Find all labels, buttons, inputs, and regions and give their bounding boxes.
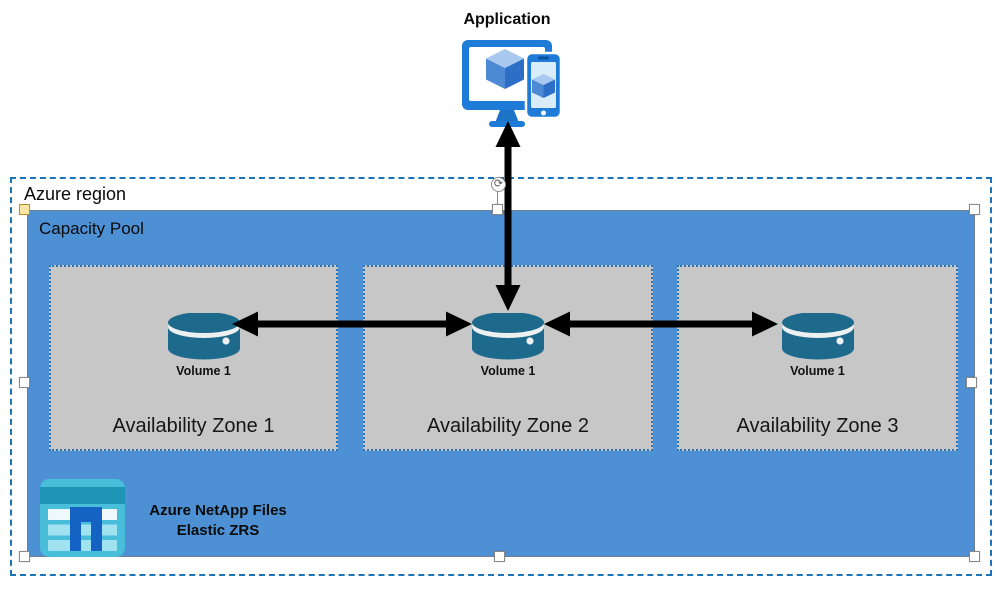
volume-cylinder-icon[interactable] xyxy=(471,313,545,360)
azure-netapp-files-icon[interactable] xyxy=(40,479,125,557)
availability-zone-1-box[interactable]: Volume 1 Availability Zone 1 xyxy=(49,265,338,451)
capacity-pool-label: Capacity Pool xyxy=(39,219,144,238)
resize-handle-middle-left[interactable] xyxy=(19,377,30,388)
availability-zone-3-label: Availability Zone 3 xyxy=(736,415,899,437)
netapp-caption-line1: Azure NetApp Files xyxy=(149,502,287,519)
application-devices-icon[interactable] xyxy=(458,36,566,128)
availability-zone-2-label: Availability Zone 2 xyxy=(427,415,589,437)
rotate-handle-stem xyxy=(497,191,498,204)
resize-handle-middle-right[interactable] xyxy=(966,377,977,388)
netapp-caption-line2: Elastic ZRS xyxy=(176,522,260,539)
volume-group: Volume 1 xyxy=(167,313,241,378)
volume-cylinder-icon[interactable] xyxy=(167,313,241,360)
volume-label: Volume 1 xyxy=(790,364,845,378)
volume-label: Volume 1 xyxy=(176,364,231,378)
tablet-icon xyxy=(524,51,563,120)
volume-cylinder-icon[interactable] xyxy=(781,313,855,360)
availability-zone-2-box[interactable]: Volume 1 Availability Zone 2 xyxy=(363,265,653,451)
availability-zone-1-label: Availability Zone 1 xyxy=(112,415,275,437)
azure-region-label: Azure region xyxy=(24,184,127,204)
resize-handle-bottom-left[interactable] xyxy=(19,551,30,562)
resize-handle-top-right[interactable] xyxy=(969,204,980,215)
adjust-handle[interactable] xyxy=(19,204,30,215)
availability-zone-3-box[interactable]: Volume 1 Availability Zone 3 xyxy=(677,265,958,451)
application-label: Application xyxy=(463,11,551,28)
resize-handle-top-center[interactable] xyxy=(492,204,503,215)
rotate-handle-icon[interactable]: ⟳ xyxy=(491,177,506,192)
resize-handle-bottom-center[interactable] xyxy=(494,551,505,562)
volume-group: Volume 1 xyxy=(781,313,855,378)
resize-handle-bottom-right[interactable] xyxy=(969,551,980,562)
volume-group: Volume 1 xyxy=(471,313,545,378)
netapp-caption: Azure NetApp Files Elastic ZRS xyxy=(128,501,308,541)
volume-label: Volume 1 xyxy=(480,364,536,378)
